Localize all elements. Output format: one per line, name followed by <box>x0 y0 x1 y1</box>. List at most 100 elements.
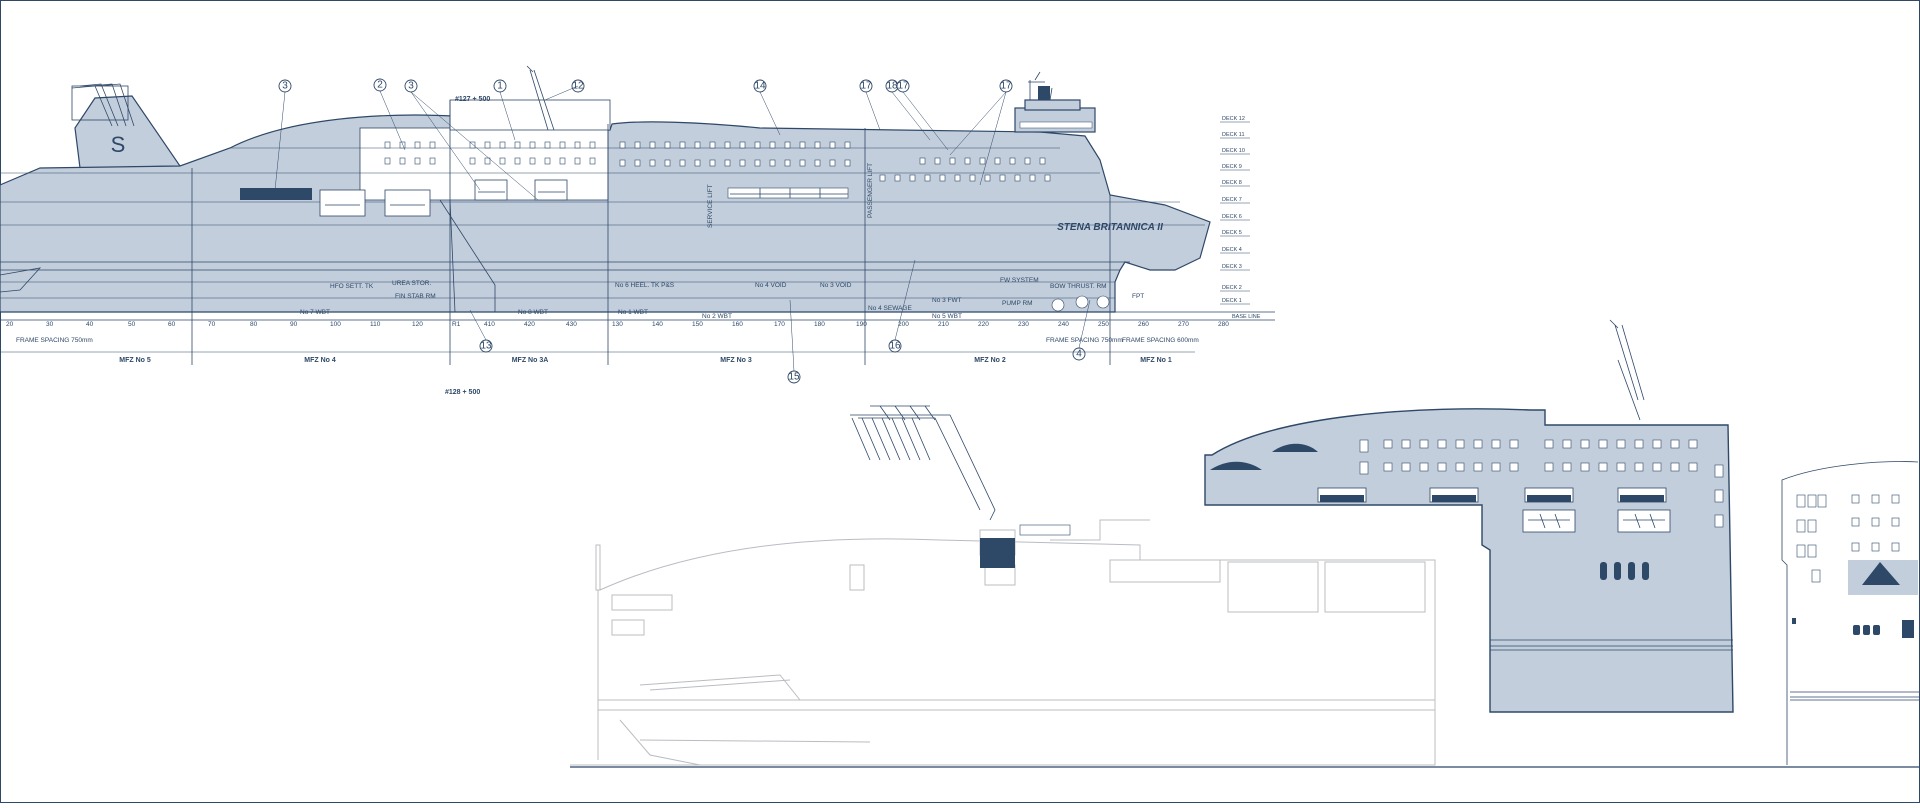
svg-text:170: 170 <box>774 321 785 328</box>
svg-text:70: 70 <box>208 321 216 328</box>
svg-text:MFZ No 3A: MFZ No 3A <box>512 357 549 364</box>
svg-text:DECK 9: DECK 9 <box>1222 164 1242 170</box>
svg-text:4: 4 <box>1076 349 1082 360</box>
svg-text:DECK 11: DECK 11 <box>1222 132 1245 138</box>
svg-text:410: 410 <box>484 321 495 328</box>
frame-spacing-notes: FRAME SPACING 750mm FRAME SPACING 750mm … <box>16 337 1199 344</box>
svg-text:150: 150 <box>692 321 703 328</box>
svg-text:DECK 4: DECK 4 <box>1222 247 1242 253</box>
svg-text:No 4 VOID: No 4 VOID <box>755 282 787 289</box>
svg-text:80: 80 <box>250 321 258 328</box>
svg-text:BASE LINE: BASE LINE <box>1232 314 1261 320</box>
enlarged-vents <box>1600 562 1649 580</box>
svg-text:FW SYSTEM: FW SYSTEM <box>1000 277 1039 284</box>
svg-text:240: 240 <box>1058 321 1069 328</box>
svg-text:210: 210 <box>938 321 949 328</box>
svg-text:270: 270 <box>1178 321 1189 328</box>
svg-text:DECK 1: DECK 1 <box>1222 298 1242 304</box>
callout-13: 13 <box>479 339 493 353</box>
svg-text:PASSENGER LIFT: PASSENGER LIFT <box>867 163 874 218</box>
window-rows <box>240 141 1051 200</box>
svg-text:430: 430 <box>566 321 577 328</box>
svg-text:No 4 SEWAGE: No 4 SEWAGE <box>868 305 912 312</box>
svg-text:130: 130 <box>612 321 623 328</box>
svg-text:16: 16 <box>889 341 901 352</box>
svg-text:17: 17 <box>897 81 909 92</box>
callout-17b: 17 <box>896 79 910 93</box>
svg-text:No 2 WBT: No 2 WBT <box>702 313 732 320</box>
frame-numbers: 20 30 40 50 60 70 80 90 100 110 120 R1 4… <box>6 321 1229 328</box>
svg-text:200: 200 <box>898 321 909 328</box>
svg-text:PUMP RM: PUMP RM <box>1002 300 1033 307</box>
svg-text:14: 14 <box>754 81 766 92</box>
svg-text:3: 3 <box>282 81 288 92</box>
frame-ref-bottom: #128 + 500 <box>445 389 480 396</box>
svg-text:15: 15 <box>788 372 800 383</box>
svg-text:No 3 VOID: No 3 VOID <box>820 282 852 289</box>
callout-leaders <box>274 85 1091 372</box>
bow-thrusters <box>1051 295 1110 312</box>
svg-text:18: 18 <box>886 81 898 92</box>
callout-2: 2 <box>373 78 387 92</box>
svg-text:420: 420 <box>524 321 535 328</box>
frame-ref-top: #127 + 500 <box>455 96 490 103</box>
top-ship-profile: S <box>0 65 1275 396</box>
enlarged-crane <box>1609 319 1645 421</box>
callout-1: 1 <box>493 79 507 93</box>
svg-text:DECK 5: DECK 5 <box>1222 230 1242 236</box>
deck-labels: DECK 12 DECK 11 DECK 10 DECK 9 DECK 8 DE… <box>1220 116 1261 320</box>
enlarged-funnel-pipes <box>850 405 1071 568</box>
callout-3b: 3 <box>404 79 418 93</box>
svg-text:MFZ No 5: MFZ No 5 <box>119 357 151 364</box>
svg-text:No 5 WBT: No 5 WBT <box>932 313 962 320</box>
svg-text:60: 60 <box>168 321 176 328</box>
callout-3a: 3 <box>278 79 292 93</box>
svg-text:280: 280 <box>1218 321 1229 328</box>
svg-text:160: 160 <box>732 321 743 328</box>
ship-name: STENA BRITANNICA II <box>1057 222 1163 233</box>
svg-text:180: 180 <box>814 321 825 328</box>
svg-text:13: 13 <box>480 341 492 352</box>
svg-text:MFZ No 3: MFZ No 3 <box>720 357 752 364</box>
vehicle-deck-opening <box>240 188 312 200</box>
svg-text:110: 110 <box>370 321 381 328</box>
callout-16: 16 <box>888 339 902 353</box>
svg-text:MFZ No 1: MFZ No 1 <box>1140 357 1172 364</box>
enlarged-ghost-hull <box>570 519 1436 766</box>
funnel-letter: S <box>111 132 126 157</box>
callout-17a: 17 <box>859 79 873 93</box>
lifeboats <box>319 179 568 217</box>
svg-text:R1: R1 <box>452 321 461 328</box>
svg-text:17: 17 <box>1000 81 1012 92</box>
svg-text:FRAME SPACING 750mm: FRAME SPACING 750mm <box>1046 337 1123 344</box>
svg-text:190: 190 <box>856 321 867 328</box>
svg-text:No 3 FWT: No 3 FWT <box>932 297 962 304</box>
callout-15: 15 <box>787 370 801 384</box>
enlarged-portholes <box>1210 439 1724 528</box>
svg-text:40: 40 <box>86 321 94 328</box>
callout-group: 3 2 3 1 12 14 17 18 17 17 13 15 16 4 <box>278 78 1086 384</box>
main-hull <box>0 114 1211 313</box>
svg-text:No 6 HEEL. TK P&S: No 6 HEEL. TK P&S <box>615 282 675 289</box>
svg-text:HFO SETT. TK: HFO SETT. TK <box>330 283 374 290</box>
svg-text:3: 3 <box>408 81 414 92</box>
svg-text:30: 30 <box>46 321 54 328</box>
svg-text:220: 220 <box>978 321 989 328</box>
enlarged-superstructure <box>1204 408 1734 713</box>
svg-text:UREA STOR.: UREA STOR. <box>392 280 431 287</box>
svg-text:1: 1 <box>497 81 503 92</box>
svg-text:BOW THRUST. RM: BOW THRUST. RM <box>1050 283 1107 290</box>
svg-text:20: 20 <box>6 321 14 328</box>
svg-text:50: 50 <box>128 321 136 328</box>
room-labels: FW SYSTEM PUMP RM BOW THRUST. RM FIN STA… <box>300 163 1144 320</box>
svg-text:SERVICE LIFT: SERVICE LIFT <box>707 184 714 228</box>
callout-14: 14 <box>753 79 767 93</box>
svg-text:DECK 6: DECK 6 <box>1222 214 1242 220</box>
svg-text:FRAME SPACING 750mm: FRAME SPACING 750mm <box>16 337 93 344</box>
svg-text:12: 12 <box>572 81 584 92</box>
right-partial-structure <box>1781 461 1920 765</box>
svg-text:DECK 2: DECK 2 <box>1222 285 1242 291</box>
svg-text:230: 230 <box>1018 321 1029 328</box>
